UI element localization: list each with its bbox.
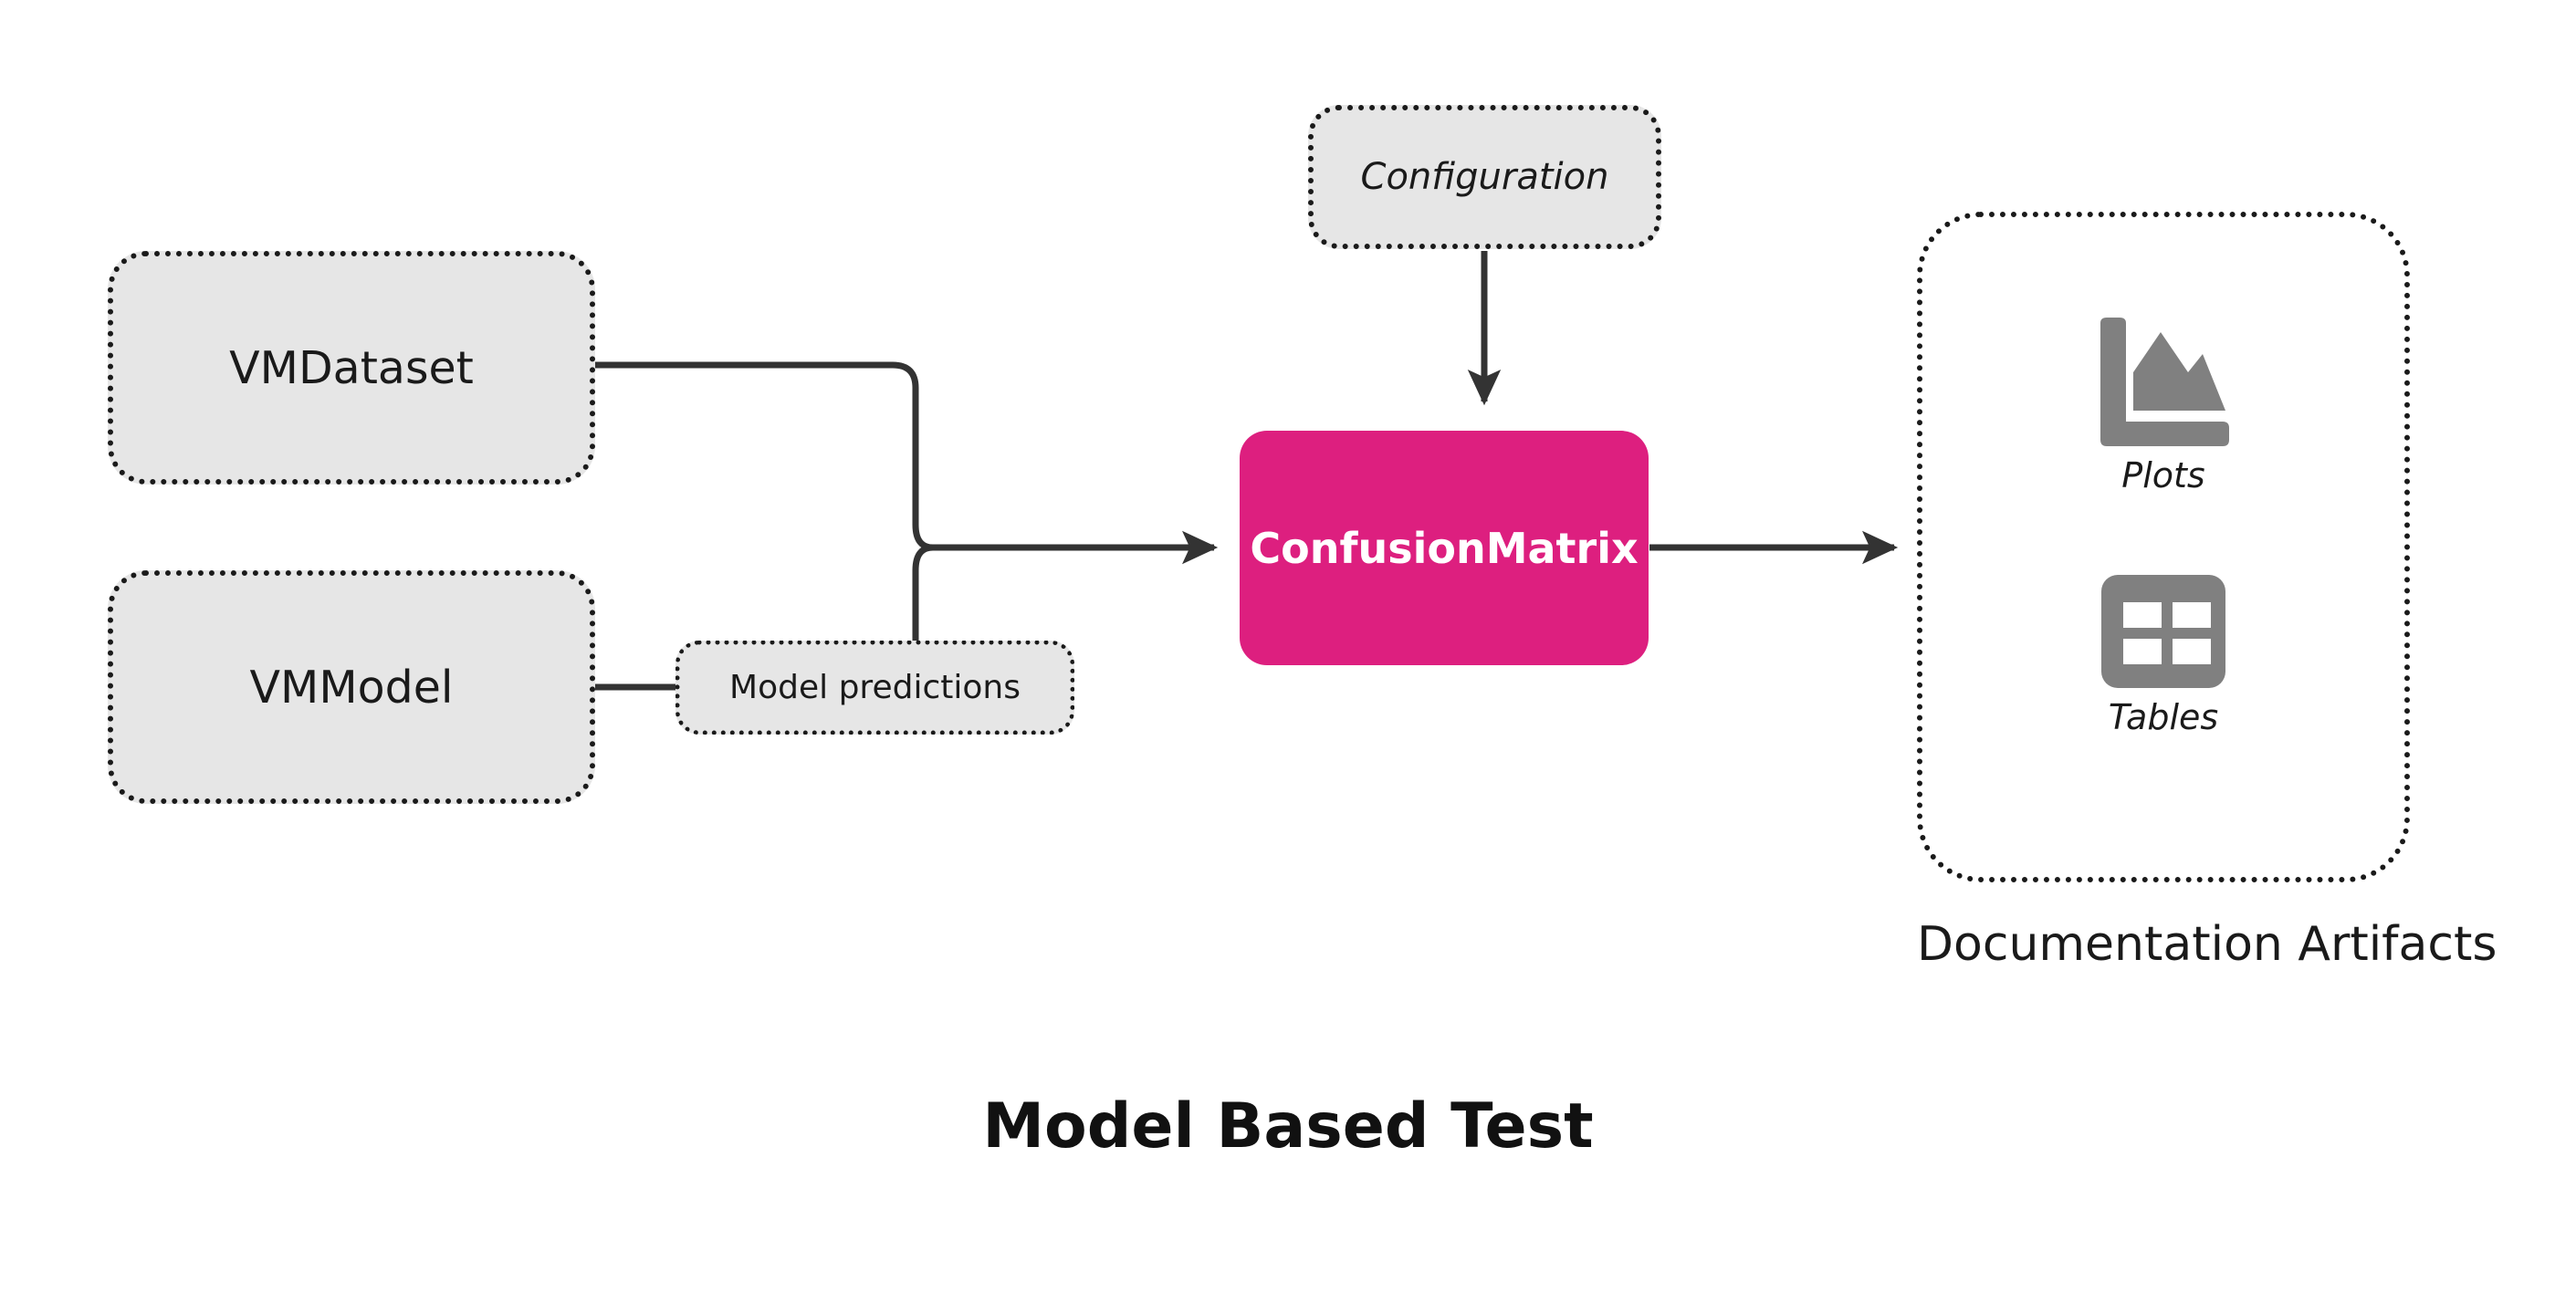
node-vmdataset[interactable]: VMDataset [108,251,595,485]
connector-dataset-to-junction [595,361,934,551]
artifact-plots-label: Plots [2121,455,2205,495]
node-vmmodel-label: VMModel [249,661,454,714]
artifact-item-plots[interactable]: Plots [1922,316,2404,495]
node-configuration-label: Configuration [1360,156,1609,198]
node-confusion-matrix-label: ConfusionMatrix [1250,523,1639,573]
connector-predictions-to-junction [912,544,934,643]
area-chart-icon [2100,318,2229,446]
edge-label-model-predictions-text: Model predictions [729,669,1021,706]
node-configuration[interactable]: Configuration [1308,105,1661,249]
node-vmdataset-label: VMDataset [229,341,474,394]
diagram-title: Model Based Test [982,1090,1594,1163]
table-grid-icon [2101,575,2225,688]
edge-label-model-predictions[interactable]: Model predictions [675,641,1074,735]
artifact-item-tables[interactable]: Tables [1922,573,2404,737]
node-vmmodel[interactable]: VMModel [108,570,595,804]
documentation-artifacts-panel: Plots Tables [1917,212,2410,882]
artifact-tables-label: Tables [2108,697,2219,737]
documentation-artifacts-title: Documentation Artifacts [1917,917,2497,972]
node-confusion-matrix[interactable]: ConfusionMatrix [1240,431,1649,665]
